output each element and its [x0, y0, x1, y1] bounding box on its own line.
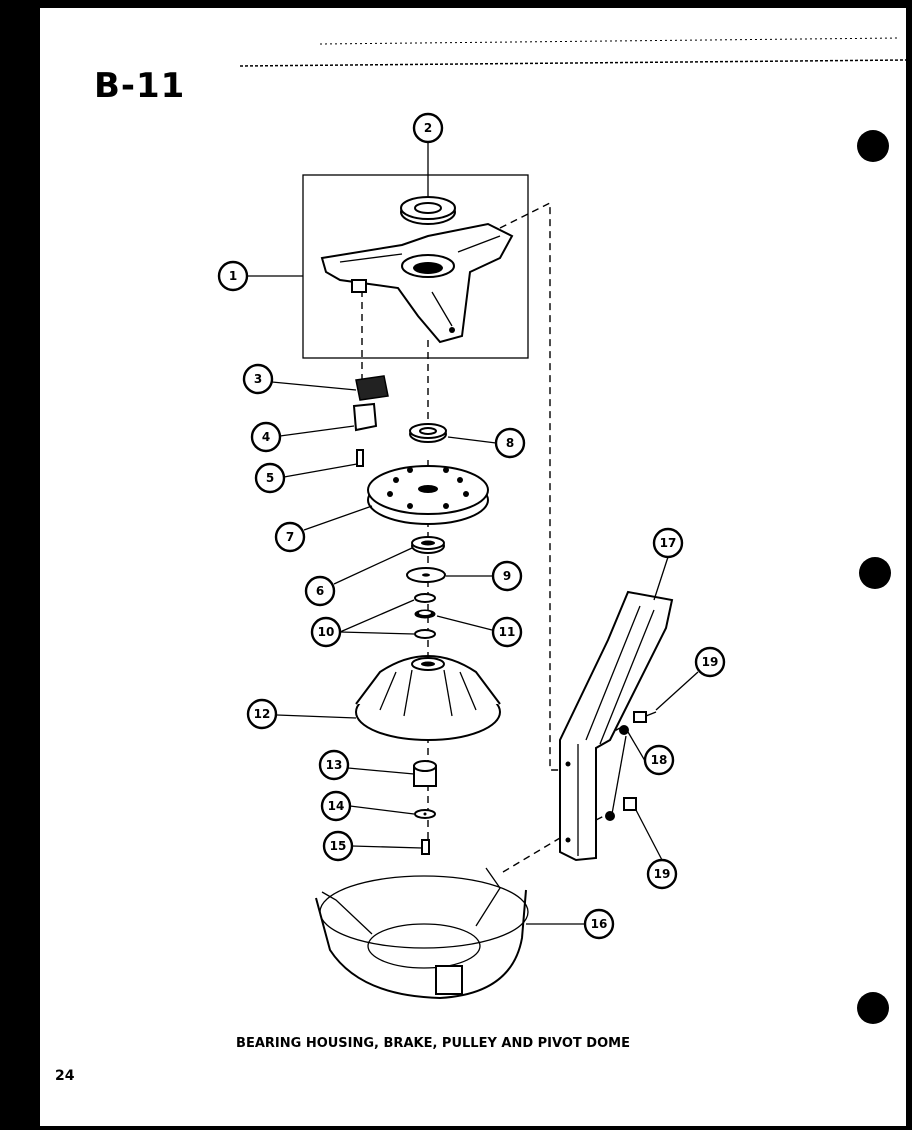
svg-text:9: 9: [503, 569, 511, 583]
svg-text:14: 14: [328, 799, 345, 813]
svg-text:1: 1: [229, 269, 237, 283]
binder-hole: [857, 130, 889, 162]
o-rings: [414, 593, 436, 639]
callout-7: 7: [274, 521, 306, 553]
small-washer: [414, 809, 436, 819]
callout-18: 18: [643, 744, 675, 776]
bearing-housing: [320, 222, 514, 344]
svg-text:7: 7: [286, 530, 294, 544]
callout-19-upper: 19: [694, 646, 726, 678]
callout-2: 2: [412, 112, 444, 144]
diagram-caption: BEARING HOUSING, BRAKE, PULLEY AND PIVOT…: [236, 1036, 630, 1051]
callout-4: 4: [250, 421, 282, 453]
bolt-upper: [633, 711, 657, 723]
svg-text:2: 2: [424, 121, 432, 135]
upper-bearing: [400, 196, 456, 225]
callout-11: 11: [491, 616, 523, 648]
callout-17: 17: [652, 527, 684, 559]
page-number: 24: [55, 1068, 75, 1084]
svg-text:3: 3: [254, 372, 262, 386]
brake-clip: [352, 402, 378, 432]
assembly-box: [302, 174, 529, 359]
callout-3: 3: [242, 363, 274, 395]
svg-text:10: 10: [318, 625, 335, 639]
screw-15: [421, 839, 430, 855]
lower-bearing: [409, 423, 447, 443]
svg-text:19: 19: [702, 655, 719, 669]
callout-19-lower: 19: [646, 858, 678, 890]
brake-drum: [355, 655, 501, 741]
pivot-dome: [315, 867, 529, 1000]
svg-text:4: 4: [262, 430, 270, 444]
bolt-lower: [623, 797, 637, 811]
callout-9: 9: [491, 560, 523, 592]
svg-text:12: 12: [254, 707, 271, 721]
svg-text:6: 6: [316, 584, 324, 598]
pulley: [367, 465, 489, 525]
svg-text:15: 15: [330, 839, 347, 853]
callout-1: 1: [217, 260, 249, 292]
nut-lower: [605, 811, 615, 821]
seal: [411, 536, 445, 554]
callout-12: 12: [246, 698, 278, 730]
binder-hole: [857, 992, 889, 1024]
svg-text:5: 5: [266, 471, 274, 485]
screw: [356, 449, 364, 467]
washer: [406, 567, 446, 583]
callout-14: 14: [320, 790, 352, 822]
callout-13: 13: [318, 749, 350, 781]
svg-text:8: 8: [506, 436, 514, 450]
coupling: [413, 760, 437, 787]
svg-text:17: 17: [660, 536, 677, 550]
callout-6: 6: [304, 575, 336, 607]
nut-upper: [619, 725, 629, 735]
callout-8: 8: [494, 427, 526, 459]
brake-shoe: [355, 375, 389, 401]
callout-10: 10: [310, 616, 342, 648]
svg-text:11: 11: [499, 625, 516, 639]
svg-text:18: 18: [651, 753, 668, 767]
binder-hole: [859, 557, 891, 589]
section-label: B-11: [94, 66, 186, 106]
callout-5: 5: [254, 462, 286, 494]
svg-text:16: 16: [591, 917, 608, 931]
svg-text:19: 19: [654, 867, 671, 881]
mounting-bracket: [559, 590, 674, 862]
callout-15: 15: [322, 830, 354, 862]
svg-text:13: 13: [326, 758, 343, 772]
callout-16: 16: [583, 908, 615, 940]
